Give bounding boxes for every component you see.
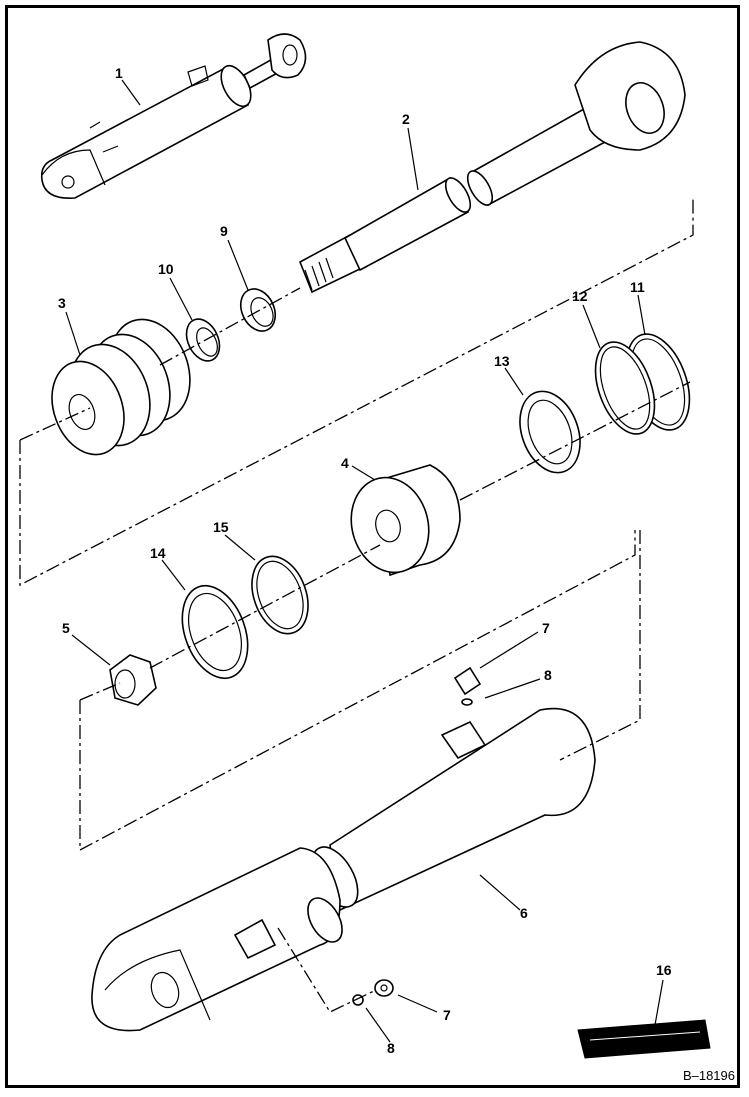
fitting-part-7-upper <box>453 666 482 696</box>
piston-part-4 <box>350 464 461 577</box>
callout-6: 6 <box>520 905 528 921</box>
o-ring-part-12 <box>594 341 656 435</box>
barrel-part-6 <box>91 707 596 1032</box>
callout-12: 12 <box>572 288 588 304</box>
rod-part-2 <box>298 41 686 294</box>
callout-3: 3 <box>58 295 66 311</box>
callout-1: 1 <box>115 65 123 81</box>
o-ring-part-8-upper <box>461 698 473 706</box>
callout-leaders <box>65 79 664 1043</box>
assembly-axis-lines <box>19 198 694 1013</box>
nut-part-5 <box>109 654 157 706</box>
fitting-part-7-lower <box>374 979 394 997</box>
callout-4: 4 <box>341 455 349 471</box>
callout-14: 14 <box>150 545 166 561</box>
seal-part-9 <box>239 288 277 332</box>
callout-7-lower: 7 <box>443 1007 451 1023</box>
o-ring-part-15 <box>251 555 309 635</box>
callout-8-lower: 8 <box>387 1040 395 1056</box>
seal-part-13 <box>519 390 581 474</box>
callout-7-upper: 7 <box>542 620 550 636</box>
callout-10: 10 <box>158 261 174 277</box>
gland-part-3 <box>51 318 191 456</box>
callout-13: 13 <box>494 353 510 369</box>
callout-8-upper: 8 <box>544 667 552 683</box>
assembled-cylinder-part-1 <box>40 33 307 199</box>
seal-part-14 <box>181 584 249 680</box>
callout-9: 9 <box>220 223 228 239</box>
figure-id: B–18196 <box>682 1068 735 1083</box>
callout-11: 11 <box>630 279 645 295</box>
seal-part-10 <box>185 318 221 362</box>
decal-part-16 <box>577 1019 711 1059</box>
callout-5: 5 <box>62 620 70 636</box>
callout-15: 15 <box>213 519 229 535</box>
callout-2: 2 <box>402 111 410 127</box>
callout-16: 16 <box>656 962 672 978</box>
